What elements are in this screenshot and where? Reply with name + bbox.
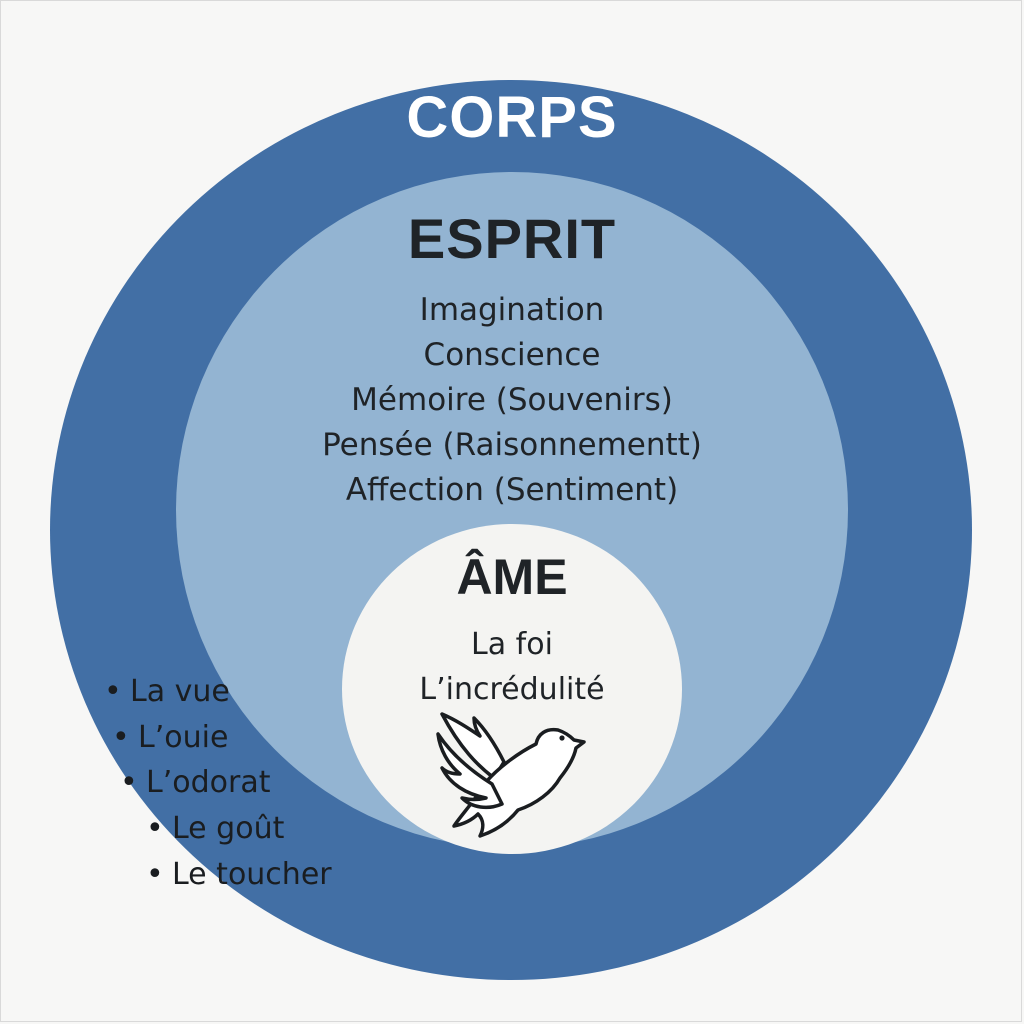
sense-label: L’ouie <box>138 720 229 755</box>
ame-list: La foi L’incrédulité <box>0 622 1024 712</box>
esprit-item-imagination: Imagination <box>419 292 605 328</box>
dove-icon <box>436 712 586 838</box>
sense-label: Le goût <box>172 811 285 846</box>
sense-item-vue: •La vue <box>104 674 230 710</box>
esprit-item-pensee: Pensée (Raisonnementt) <box>322 427 702 463</box>
ame-item-foi: La foi <box>471 627 553 662</box>
sense-item-ouie: •L’ouie <box>112 720 228 756</box>
esprit-title: ESPRIT <box>407 207 617 270</box>
ame-item-incredulite: L’incrédulité <box>419 672 605 707</box>
sense-item-gout: •Le goût <box>146 811 284 847</box>
bullet-icon: • <box>104 674 122 709</box>
ame-title: ÂME <box>456 549 568 605</box>
sense-label: Le toucher <box>172 857 332 892</box>
esprit-item-conscience: Conscience <box>423 337 601 373</box>
bullet-icon: • <box>120 765 138 800</box>
sense-item-toucher: •Le toucher <box>146 857 332 893</box>
esprit-item-memoire: Mémoire (Souvenirs) <box>351 382 673 418</box>
bullet-icon: • <box>146 857 164 892</box>
bullet-icon: • <box>112 720 130 755</box>
esprit-item-affection: Affection (Sentiment) <box>345 472 679 508</box>
bullet-icon: • <box>146 811 164 846</box>
sense-item-odorat: •L’odorat <box>120 765 270 801</box>
corps-title: CORPS <box>406 85 618 150</box>
sense-label: La vue <box>130 674 230 709</box>
esprit-list: Imagination Conscience Mémoire (Souvenir… <box>0 288 1024 513</box>
sense-label: L’odorat <box>146 765 271 800</box>
